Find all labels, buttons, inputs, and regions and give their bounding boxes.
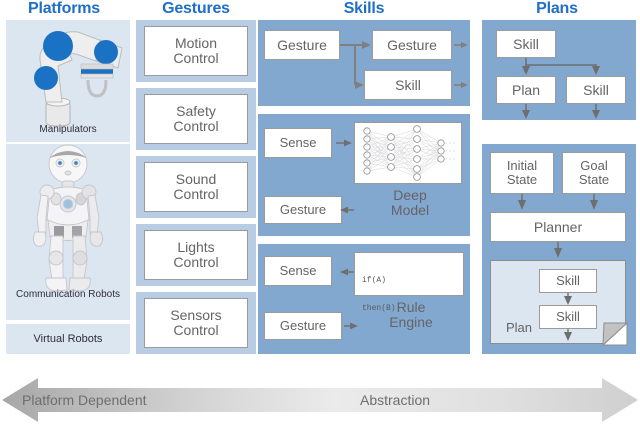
plan-steps-arrows — [564, 293, 572, 341]
gesture-box-lights-control[interactable]: Lights Control — [144, 230, 248, 280]
plans-panel-planner[interactable]: Initial State Goal State Planner Skill S… — [482, 144, 636, 354]
plan-document-folded-corner — [601, 321, 629, 347]
gesture-box-sound-control[interactable]: Sound Control — [144, 162, 248, 212]
planner-initial-state-box[interactable]: Initial State — [490, 152, 554, 194]
plans-node-skill-right[interactable]: Skill — [566, 76, 626, 104]
plans-panel-composition[interactable]: Skill Plan Skill — [482, 20, 636, 120]
humanoid-robot-icon — [32, 144, 104, 292]
column-title-platforms: Platforms — [28, 0, 100, 17]
skills-panel-rule-engine[interactable]: Sense Gesture if(A) then(B) Rule Engine — [258, 244, 470, 354]
plan-step-skill-0[interactable]: Skill — [539, 269, 597, 293]
skills-composition-arrows — [340, 41, 468, 89]
deep-model-input-sense[interactable]: Sense — [264, 128, 332, 158]
plan-step-skill-1[interactable]: Skill — [539, 305, 597, 329]
skills-node-skill-output[interactable]: Skill — [364, 70, 452, 100]
skills-node-gesture-input[interactable]: Gesture — [264, 30, 340, 60]
column-title-plans: Plans — [536, 0, 578, 17]
gestures-panel-3[interactable]: Lights Control — [136, 224, 256, 286]
gesture-box-sensors-control[interactable]: Sensors Control — [144, 298, 248, 348]
skills-panel-deep-model[interactable]: Sense Gesture Deep Mod — [258, 114, 470, 236]
rule-engine-code-line-1: then(B) — [362, 303, 396, 313]
plan-document[interactable]: Skill Skill Plan — [490, 260, 629, 347]
rule-engine-input-sense[interactable]: Sense — [264, 256, 332, 286]
abstraction-axis-arrow — [2, 378, 638, 422]
plans-node-plan[interactable]: Plan — [496, 76, 556, 104]
platform-caption-manipulators: Manipulators — [39, 124, 97, 135]
column-title-skills: Skills — [343, 0, 385, 17]
gestures-panel-1[interactable]: Safety Control — [136, 88, 256, 150]
gestures-panel-2[interactable]: Sound Control — [136, 156, 256, 218]
platform-caption-communication-robots: Communication Robots — [16, 289, 120, 300]
deep-model-label: Deep Model — [390, 187, 430, 218]
abstraction-axis: Platform Dependent Abstraction — [0, 374, 640, 430]
deep-model-arrows — [336, 139, 354, 214]
gestures-panel-0[interactable]: Motion Control — [136, 20, 256, 82]
gestures-panel-4[interactable]: Sensors Control — [136, 292, 256, 354]
skills-node-gesture-output[interactable]: Gesture — [372, 30, 452, 60]
rule-engine-output-gesture[interactable]: Gesture — [264, 312, 342, 340]
column-title-gestures: Gestures — [162, 0, 230, 17]
planner-goal-state-box[interactable]: Goal State — [562, 152, 626, 194]
plans-node-skill-top[interactable]: Skill — [496, 30, 556, 58]
platform-panel-manipulators[interactable]: Manipulators — [6, 20, 130, 142]
planner-arrows — [518, 194, 598, 258]
neural-network-icon — [363, 125, 455, 181]
rule-engine-arrows — [340, 268, 358, 330]
gesture-box-motion-control[interactable]: Motion Control — [144, 26, 248, 76]
axis-label-platform-dependent: Platform Dependent — [22, 392, 147, 408]
platform-panel-virtual-robots[interactable]: Virtual Robots — [6, 324, 130, 354]
platform-panel-communication-robots[interactable]: Communication Robots — [6, 144, 130, 320]
robot-arm-icon — [34, 31, 123, 127]
rule-engine-label: Rule Engine — [389, 299, 433, 330]
gesture-box-safety-control[interactable]: Safety Control — [144, 94, 248, 144]
axis-label-abstraction: Abstraction — [360, 392, 431, 408]
planner-box[interactable]: Planner — [490, 212, 626, 242]
plan-document-label: Plan — [505, 320, 533, 335]
platform-caption-virtual-robots: Virtual Robots — [33, 333, 103, 345]
skills-panel-composition[interactable]: Gesture Gesture Skill — [258, 20, 470, 106]
rule-engine-code-box[interactable]: if(A) then(B) — [354, 252, 464, 313]
deep-model-network-box[interactable] — [354, 122, 462, 184]
plans-composition-arrows — [522, 58, 600, 119]
deep-model-output-gesture[interactable]: Gesture — [264, 196, 342, 224]
rule-engine-code-line-0: if(A) — [362, 275, 387, 285]
